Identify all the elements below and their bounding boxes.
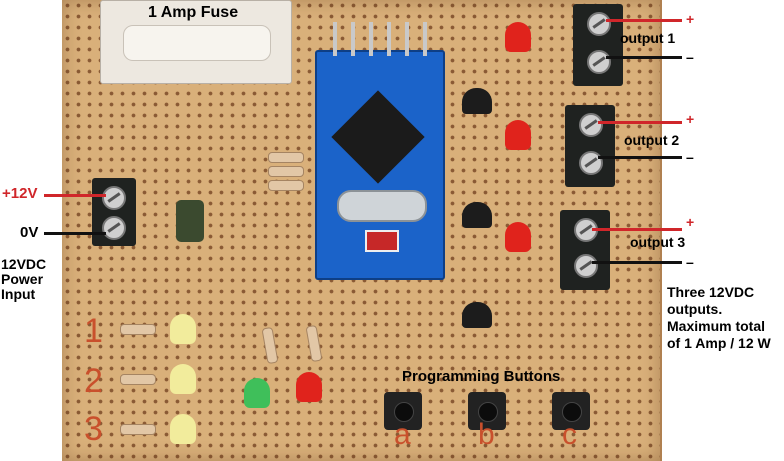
output-terminal-3-icon <box>560 210 610 290</box>
power-input-line3: Input <box>1 286 36 302</box>
output1-plus-sign: + <box>686 11 695 27</box>
fuse-glass <box>123 25 271 61</box>
mark-3: 3 <box>84 410 103 448</box>
mark-a: a <box>394 418 411 451</box>
output-terminal-2-icon <box>565 105 615 187</box>
transistor-icon <box>462 202 492 228</box>
power-terminal-icon <box>92 178 136 246</box>
note-line1: Three 12VDC <box>667 284 755 300</box>
output2-minus-wire <box>598 156 682 159</box>
output1-label: output 1 <box>620 30 676 46</box>
output2-minus-sign: – <box>686 149 694 165</box>
zerov-wire <box>44 232 106 235</box>
output1-minus-wire <box>606 56 682 59</box>
output3-label: output 3 <box>630 234 686 250</box>
screw-icon <box>587 50 611 74</box>
note-line3: Maximum total <box>667 318 766 334</box>
output3-minus-sign: – <box>686 254 694 270</box>
fuse-holder-icon <box>100 0 292 84</box>
push-button-b-icon <box>468 392 506 430</box>
led-red-icon <box>505 120 531 150</box>
capacitor-icon <box>176 200 204 242</box>
output1-minus-sign: – <box>686 49 694 65</box>
screw-icon <box>102 186 126 210</box>
fuse-label: 1 Amp Fuse <box>148 4 239 21</box>
led-red-icon <box>505 222 531 252</box>
output3-plus-sign: + <box>686 214 695 230</box>
arduino-pro-mini-icon <box>315 22 445 280</box>
resistor-icon <box>268 166 304 177</box>
microcontroller-chip <box>331 90 425 184</box>
transistor-icon <box>462 88 492 114</box>
output-terminal-1-icon <box>573 4 623 86</box>
screw-icon <box>579 151 603 175</box>
resistor-icon <box>120 374 156 385</box>
power-input-line2: Power <box>1 271 44 287</box>
plus12v-wire <box>44 194 106 197</box>
led-yellow-icon <box>170 414 196 444</box>
resistor-icon <box>120 424 156 435</box>
push-button-c-icon <box>552 392 590 430</box>
reset-button <box>365 230 399 252</box>
zerov-label: 0V <box>20 224 39 241</box>
screw-icon <box>102 216 126 240</box>
output2-plus-wire <box>598 121 682 124</box>
push-button-a-icon <box>384 392 422 430</box>
led-red-icon <box>296 372 322 402</box>
output3-plus-wire <box>592 228 682 231</box>
led-yellow-icon <box>170 314 196 344</box>
led-red-icon <box>505 22 531 52</box>
led-green-icon <box>244 378 270 408</box>
screw-icon <box>579 113 603 137</box>
output1-plus-wire <box>606 19 682 22</box>
led-yellow-icon <box>170 364 196 394</box>
mark-2: 2 <box>84 362 103 400</box>
screw-icon <box>574 254 598 278</box>
mark-c: c <box>562 418 577 451</box>
resistor-icon <box>268 152 304 163</box>
plus12v-label: +12V <box>2 185 38 202</box>
output2-plus-sign: + <box>686 111 695 127</box>
output3-minus-wire <box>592 261 682 264</box>
resistor-icon <box>120 324 156 335</box>
programming-buttons-label: Programming Buttons <box>402 368 561 385</box>
output2-label: output 2 <box>624 132 680 148</box>
transistor-icon <box>462 302 492 328</box>
resistor-icon <box>268 180 304 191</box>
power-input-line1: 12VDC <box>1 256 47 272</box>
note-line4: of 1 Amp / 12 W <box>667 335 771 351</box>
mark-1: 1 <box>84 312 103 350</box>
pin-header <box>333 22 427 56</box>
mark-b: b <box>478 418 495 451</box>
crystal <box>337 190 427 222</box>
note-line2: outputs. <box>667 301 723 317</box>
screw-icon <box>587 12 611 36</box>
